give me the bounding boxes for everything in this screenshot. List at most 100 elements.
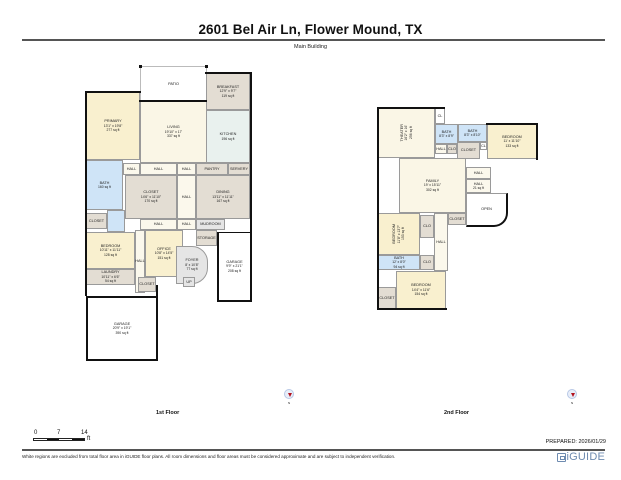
room-bath-nook [107,210,125,232]
prepared-date: PREPARED: 2026/01/29 [545,439,606,445]
room-area: 390 sq ft [115,330,129,335]
room-name: HALL [181,166,192,171]
room-name: BREAKFAST [216,84,240,89]
room-area: 77 sq ft [186,267,198,272]
room-cl: CL [480,142,487,150]
room-hall: HALL [434,213,448,271]
room-area: 119 sq ft [221,93,235,98]
room-name: KITCHEN [219,132,237,137]
room-name: BEDROOM [502,134,522,139]
room-dims: 8'3" x 8'10" [464,133,481,137]
room-name: CLO [448,146,456,151]
scale-tick: 14 [81,430,88,436]
room-name: GARAGE [113,321,131,326]
room-name: STORAGE [197,235,216,240]
wall [250,72,252,232]
room-dims: 13'11" x 11'11" [212,194,234,199]
room-name: BEDROOM [411,283,431,288]
room-name: HALL [153,166,164,171]
room-area: 94 sq ft [393,264,405,269]
room-name: SERVERY [229,166,248,171]
room-area: 170 sq ft [144,199,158,204]
room-name: HALL [135,259,145,264]
room-name: FOYER [185,258,199,263]
wall [85,91,141,93]
room-name: CLOSET [143,190,159,195]
room-name: CLOSET [88,218,105,223]
compass-icon [284,389,294,399]
room-dims: 9'9" x 21'1" [226,264,243,269]
room-name: FAMILY [425,178,440,183]
wall [156,285,158,297]
room-area: 256 sq ft [408,126,413,140]
room-name: BATH [441,129,452,134]
room-dims: 14'6" x 11'10" [140,194,162,199]
room-name: BATH [394,255,404,260]
room-dims: 12'9" x 9'7" [219,89,237,94]
room-name: PANTRY [204,166,220,171]
room-name: CLO [423,260,431,265]
room-name: CLOSET [449,216,465,221]
room-cl: CL [435,108,445,124]
room-hall: HALL [123,163,140,175]
scale-tick: 7 [57,430,61,436]
room-dims: 13'1" x 19'8" [103,123,123,128]
room-primary: PRIMARY 13'1" x 19'8" 277 sq ft [86,92,140,160]
room-clo: CLO [420,215,434,238]
room-dims: 10'8" x 14'5" [154,251,174,256]
room-dims: 19'10" x 17' [164,129,183,134]
room-dims: 19' x 15'11" [423,183,442,188]
wall [377,107,379,310]
compass-icon [567,389,577,399]
room-servery: SERVERY [228,163,250,175]
room-closet-small: CLOSET [86,213,107,229]
room-closet: CLOSET [378,287,396,309]
room-bedroom: BEDROOM 11' x 11'10" 133 sq ft [487,124,537,159]
room-breakfast: BREAKFAST 12'9" x 9'7" 119 sq ft [206,73,250,110]
room-dims: 12' x 8'0" [392,260,406,265]
header-divider [22,39,605,41]
room-theater: THEATER 16'2" x 16' 256 sq ft [378,108,435,158]
room-clo: CLO [447,144,457,154]
room-name: CLOSET [139,282,155,287]
compass-north-label: N [288,401,291,405]
room-hall: HALL [466,167,491,179]
room-dims: 20'9" x 19'1" [112,326,132,331]
wall [377,107,445,109]
room-bath: BATH 12' x 8'0" 94 sq ft [378,255,420,270]
room-name: MUDROOM [200,222,221,227]
room-closet-garage: CLOSET [138,277,156,292]
room-name: DINING [216,190,230,195]
room-storage: STORAGE [196,230,217,246]
floor-label-2nd: 2nd Floor [444,410,470,416]
room-name: BEDROOM [100,243,121,248]
room-bath: BATH 8'3" x 8'9" [435,124,458,144]
room-closet: CLOSET [448,213,466,225]
room-laundry: LAUNDRY 10'11" x 6'6" 54 sq ft [86,269,135,285]
room-area: 151 sq ft [157,255,171,260]
room-area: 54 sq ft [104,279,117,284]
floor-label-1st: 1st Floor [156,410,180,416]
page-title: 2601 Bel Air Ln, Flower Mound, TX [198,22,423,37]
room-clo: CLO [420,255,434,270]
room-name: CLOSET [460,148,477,153]
brand-name: iGUIDE [566,451,605,463]
room-name: BATH [99,180,110,185]
disclaimer-text: White regions are excluded from total fl… [22,454,396,459]
patio-post [205,65,208,68]
room-hall: HALL [140,163,177,175]
wall [205,72,252,74]
room-hall: HALL [177,219,196,230]
room-bedroom: BEDROOM 11'8" x 13'7" 153 sq ft [378,213,420,255]
room-kitchen: KITCHEN 196 sq ft [206,110,250,163]
room-hall: HALL 21 sq ft [466,179,491,193]
room-name: OFFICE [157,246,171,251]
room-dims: 11' x 11'10" [503,139,521,144]
room-name: GARAGE [226,259,243,264]
room-area: 153 sq ft [401,227,406,241]
footer-divider [22,449,605,451]
room-name: CLOSET [379,295,395,300]
room-name: BATH [467,128,478,133]
stairs-up: UP [183,277,195,287]
wall [486,123,538,125]
